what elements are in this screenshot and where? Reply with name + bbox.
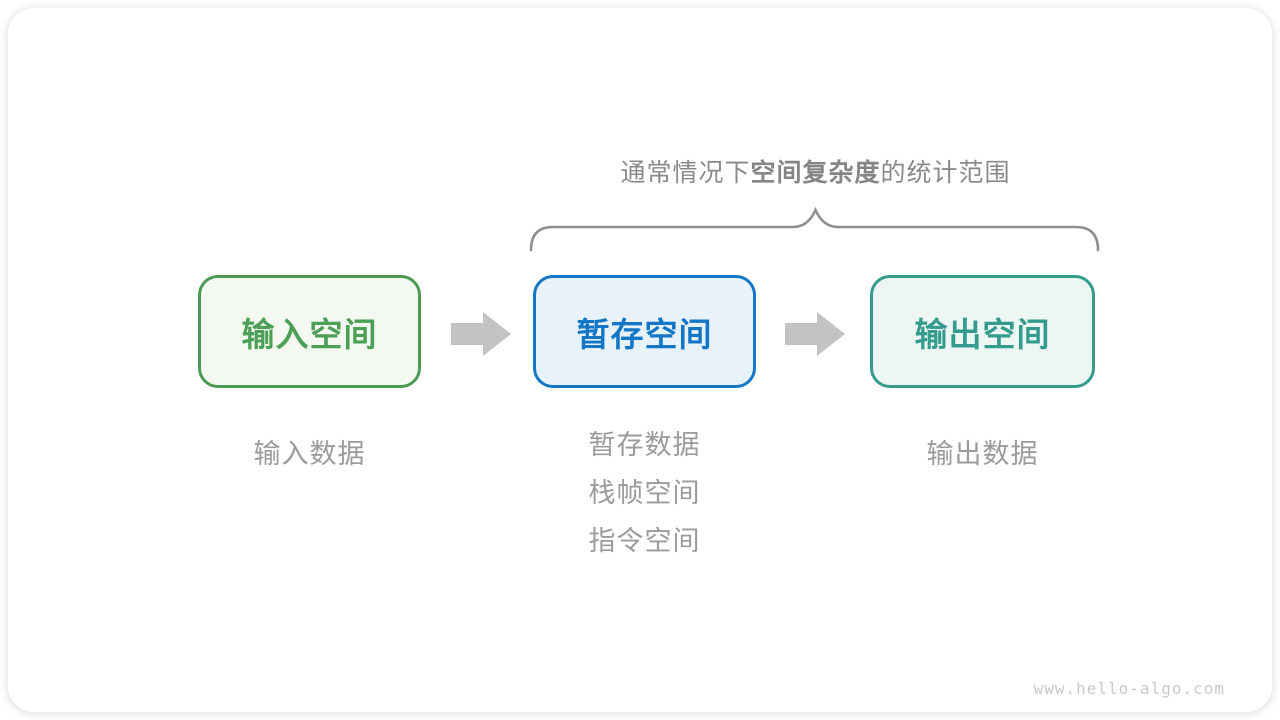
curly-brace-icon: [529, 206, 1100, 252]
title-keyword: 空间复杂度: [750, 159, 881, 187]
watermark: www.hello-algo.com: [1033, 679, 1225, 698]
arrow-right-icon: [785, 312, 845, 356]
note-temp-data: 暂存数据: [588, 430, 701, 460]
note-output-data: 输出数据: [926, 439, 1039, 469]
note-input-data: 输入数据: [253, 439, 366, 469]
box-temp-space-label: 暂存空间: [576, 315, 713, 353]
box-temp-space: 暂存空间: [533, 275, 756, 388]
box-input-space-label: 输入空间: [241, 315, 378, 353]
note-instruction-space: 指令空间: [588, 526, 701, 556]
box-output-space: 输出空间: [870, 275, 1095, 388]
title-prefix: 通常情况下: [620, 159, 751, 187]
note-temp-list: 暂存数据 栈帧空间 指令空间: [533, 421, 756, 565]
note-stack-frame-space: 栈帧空间: [588, 478, 701, 508]
box-input-space: 输入空间: [198, 275, 421, 388]
arrow-right-icon: [451, 312, 511, 356]
diagram-title: 通常情况下空间复杂度的统计范围: [523, 153, 1108, 189]
title-suffix: 的统计范围: [880, 159, 1011, 187]
box-output-space-label: 输出空间: [914, 315, 1051, 353]
figure-card: 通常情况下空间复杂度的统计范围 输入空间 暂存空间 输出空间 输入数据 暂存数据…: [8, 8, 1272, 712]
